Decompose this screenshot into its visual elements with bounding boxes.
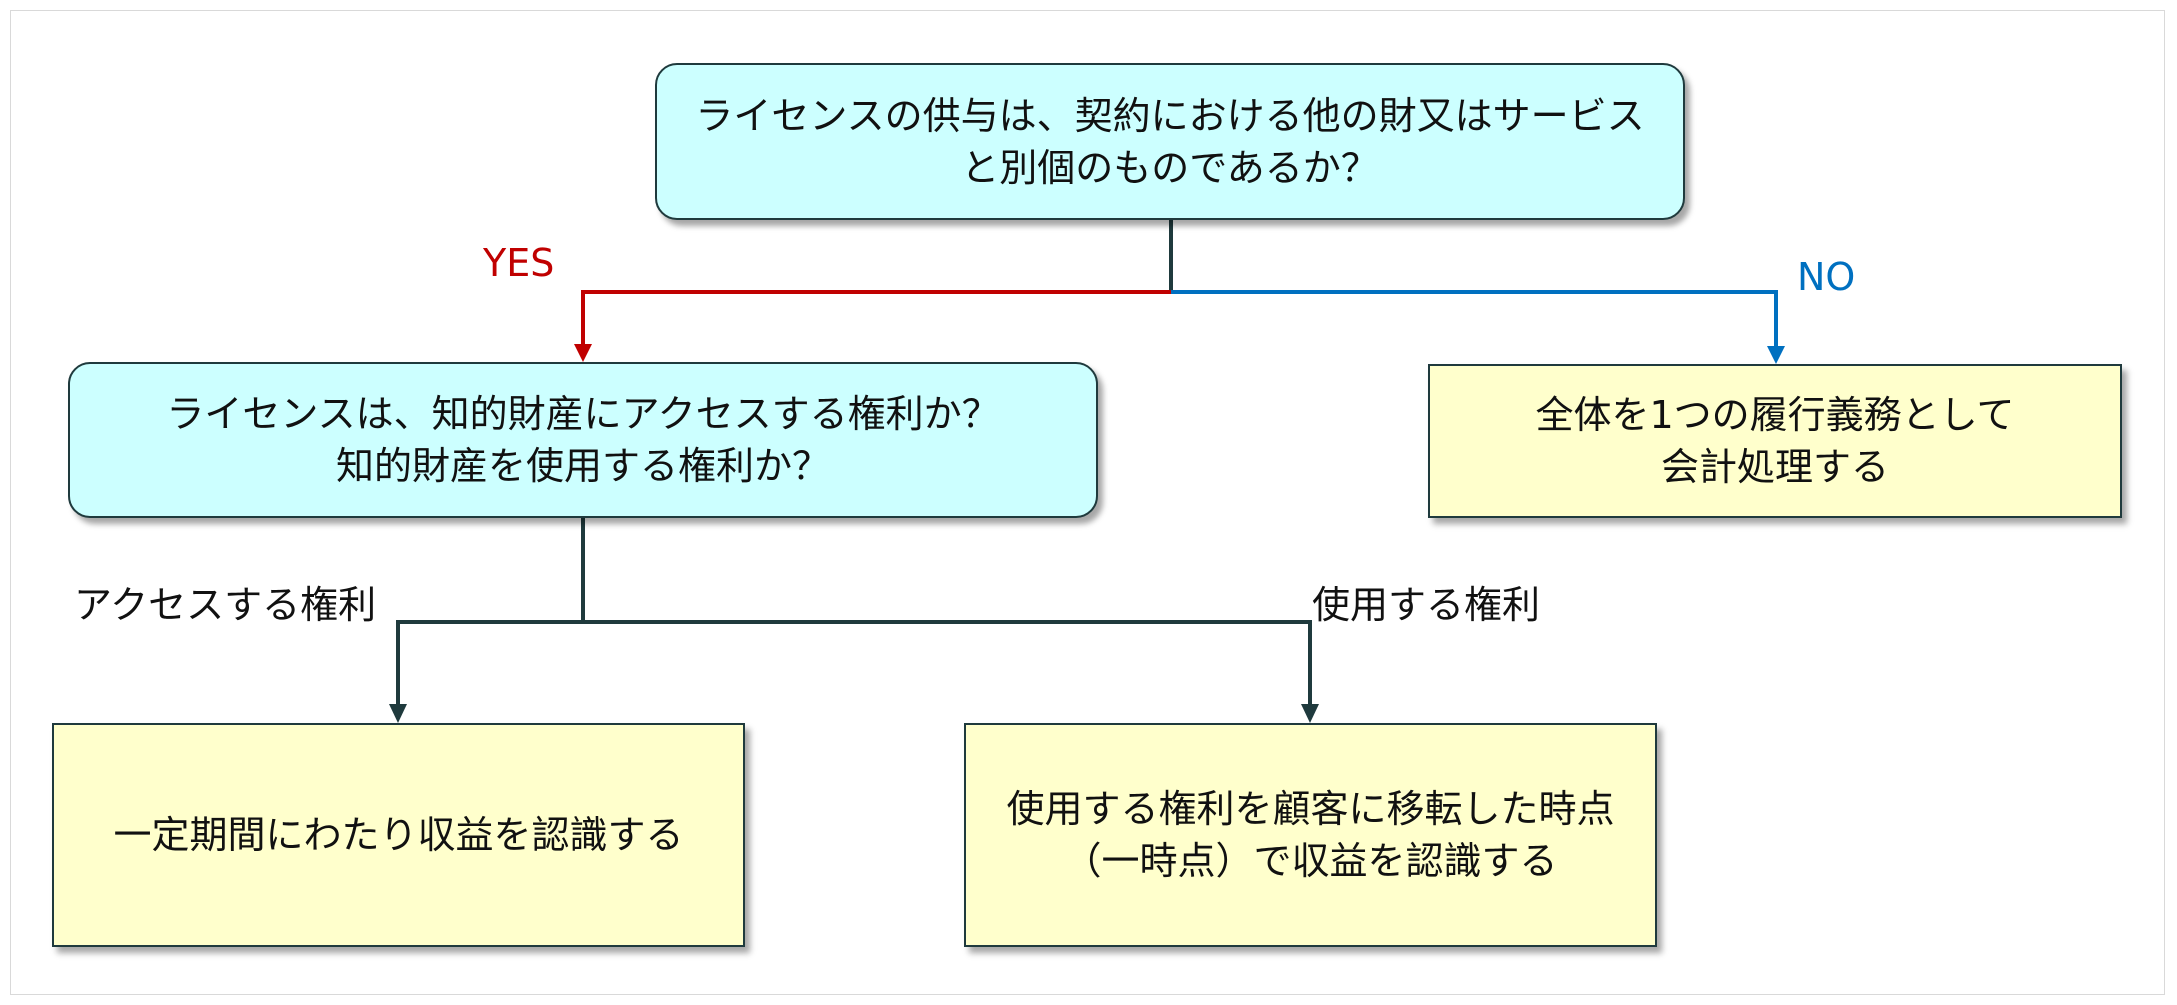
- access-right-label: アクセスする権利: [74, 583, 377, 627]
- question2-line-1: ライセンスは、知的財産にアクセスする権利か？: [166, 392, 1000, 436]
- result-no-line-1: 全体を1つの履行義務として: [1535, 393, 2015, 437]
- yes-branch-line: [581, 290, 1171, 346]
- question1-line-1: ライセンスの供与は、契約における他の財又はサービス: [695, 93, 1645, 138]
- use-right-label: 使用する権利: [1312, 583, 1541, 627]
- result-no-line-2: 会計処理する: [1660, 445, 1889, 489]
- no-label: NO: [1797, 255, 1856, 299]
- use-arrowhead: [1301, 704, 1319, 723]
- access-use-branch-line: [396, 620, 1312, 706]
- question1-line-2: と別個のものであるか？: [961, 145, 1379, 190]
- yes-arrowhead: [574, 344, 592, 362]
- result-no-box: 全体を1つの履行義務として 会計処理する: [1428, 364, 2122, 518]
- access-arrowhead: [389, 704, 407, 723]
- result-access-line-1: 一定期間にわたり収益を認識する: [113, 813, 684, 857]
- result-use-line-1: 使用する権利を顧客に移転した時点: [1006, 787, 1615, 831]
- no-branch-line: [1171, 290, 1778, 348]
- question2-line-2: 知的財産を使用する権利か？: [335, 444, 830, 488]
- result-use-box: 使用する権利を顧客に移転した時点 （一時点）で収益を認識する: [964, 723, 1657, 947]
- question1-box: ライセンスの供与は、契約における他の財又はサービス と別個のものであるか？: [655, 63, 1685, 220]
- question2-box: ライセンスは、知的財産にアクセスする権利か？ 知的財産を使用する権利か？: [68, 362, 1098, 518]
- result-use-line-2: （一時点）で収益を認識する: [1063, 839, 1558, 883]
- diagram-frame: [10, 10, 2165, 995]
- yes-label: YES: [483, 241, 555, 285]
- no-arrowhead: [1767, 346, 1785, 364]
- result-access-box: 一定期間にわたり収益を認識する: [52, 723, 745, 947]
